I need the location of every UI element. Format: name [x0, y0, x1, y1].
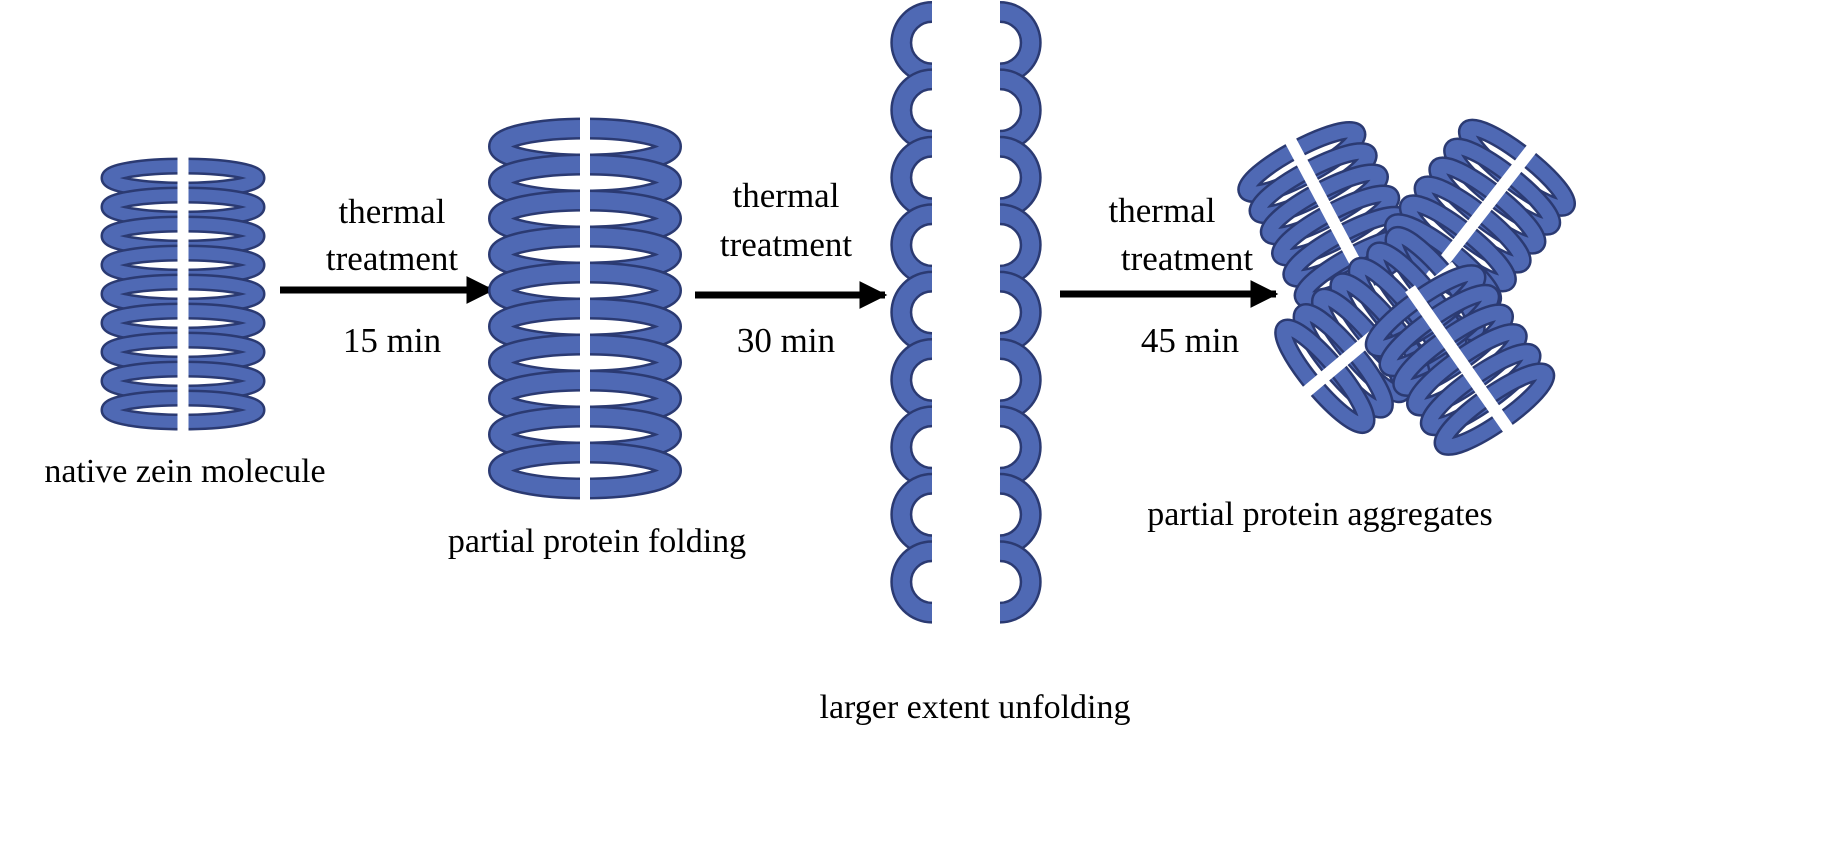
partial-folding-molecule [488, 114, 682, 503]
aggregate-gap [1405, 285, 1515, 435]
protein-aggregates [1237, 118, 1577, 457]
aggregates-label: partial protein aggregates [1147, 496, 1493, 533]
transition-3-line1: thermal [1109, 191, 1216, 230]
unfolding-label: larger extent unfolding [820, 689, 1131, 726]
unfolded-chain [890, 1, 1042, 624]
transition-1-line2: treatment [326, 239, 458, 278]
unfold-left-arc [892, 542, 933, 622]
transition-2-line2: treatment [720, 225, 852, 264]
native-zein-molecule [100, 154, 266, 434]
transition-3: thermal treatment 45 min [1060, 191, 1279, 360]
transition-3-line2: treatment [1121, 239, 1253, 278]
aggregate-coil [1364, 263, 1556, 457]
aggregate-gap [1283, 135, 1377, 295]
unfold-right-arc [999, 542, 1040, 622]
native-zein-label: native zein molecule [44, 453, 325, 490]
transition-1-time: 15 min [343, 321, 441, 360]
folding-gap [580, 114, 590, 503]
aggregate-coil [1237, 120, 1423, 310]
aggregate-gap [1421, 142, 1539, 288]
transition-2-line1: thermal [733, 176, 840, 215]
transition-2: thermal treatment 30 min [695, 176, 888, 360]
transition-1-line1: thermal [339, 192, 446, 231]
transition-3-time: 45 min [1141, 321, 1239, 360]
partial-folding-label: partial protein folding [448, 523, 746, 560]
transition-2-time: 30 min [737, 321, 835, 360]
transition-1: thermal treatment 15 min [280, 192, 495, 360]
native-gap [177, 154, 189, 434]
